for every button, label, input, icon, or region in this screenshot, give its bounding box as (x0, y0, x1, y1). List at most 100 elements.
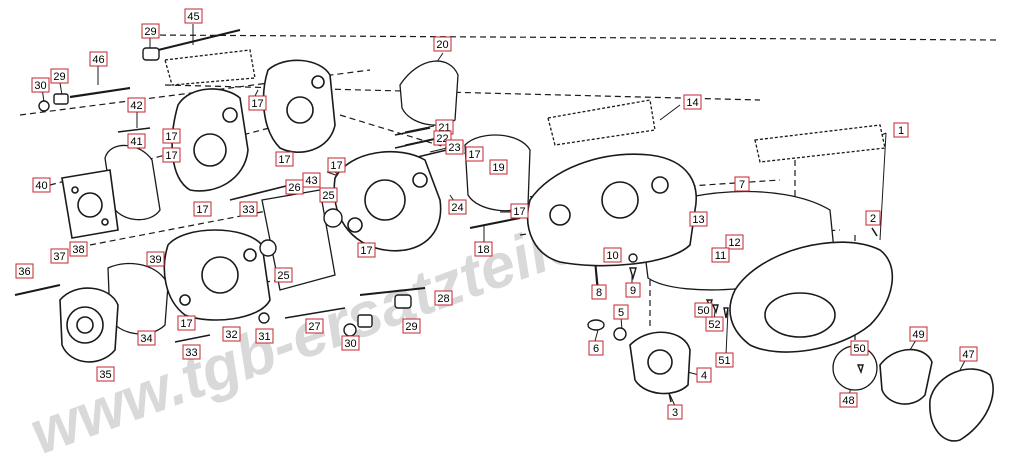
svg-text:17: 17 (360, 245, 372, 257)
svg-text:39: 39 (149, 254, 161, 266)
bearing-29a (142, 47, 160, 61)
svg-text:30: 30 (344, 338, 356, 350)
label-36: 36 (15, 263, 34, 279)
label-19: 19 (489, 159, 508, 175)
label-52: 52 (705, 316, 724, 332)
label-46: 46 (89, 51, 108, 67)
label-17: 17 (177, 315, 196, 331)
label-38: 38 (69, 241, 88, 257)
label-7: 7 (734, 176, 750, 192)
gasket-26 (261, 189, 336, 291)
seal-25a (323, 208, 343, 228)
svg-text:17: 17 (468, 149, 480, 161)
svg-text:48: 48 (842, 395, 854, 407)
pin-51 (723, 307, 729, 319)
label-40: 40 (32, 177, 51, 193)
svg-text:2: 2 (870, 213, 876, 225)
label-17: 17 (357, 242, 376, 258)
svg-text:30: 30 (34, 80, 46, 92)
svg-text:50: 50 (853, 343, 865, 355)
label-17: 17 (275, 151, 294, 167)
label-14: 14 (683, 94, 702, 110)
label-37: 37 (50, 248, 69, 264)
svg-text:8: 8 (596, 287, 602, 299)
bolt-9 (629, 267, 637, 281)
svg-text:46: 46 (92, 54, 104, 66)
svg-text:32: 32 (225, 329, 237, 341)
sleeve-29b (53, 93, 69, 105)
svg-text:18: 18 (477, 244, 489, 256)
label-3: 3 (667, 404, 683, 420)
svg-text:17: 17 (251, 98, 263, 110)
svg-text:29: 29 (144, 26, 156, 38)
rod-21 (394, 127, 431, 136)
svg-text:29: 29 (53, 71, 65, 83)
svg-text:40: 40 (35, 180, 47, 192)
svg-text:51: 51 (718, 355, 730, 367)
label-17: 17 (162, 128, 181, 144)
svg-text:25: 25 (277, 270, 289, 282)
svg-text:29: 29 (405, 321, 417, 333)
seal-25b (259, 239, 277, 257)
label-17: 17 (162, 147, 181, 163)
svg-text:24: 24 (451, 202, 463, 214)
part-labels: 45 29 46 30 29 42 41 17 17 17 40 17 33 1… (15, 8, 978, 420)
shaft-46 (69, 86, 131, 99)
label-25: 25 (274, 267, 293, 283)
label-17: 17 (465, 146, 484, 162)
label-20: 20 (433, 36, 452, 52)
svg-text:5: 5 (618, 307, 624, 319)
label-32: 32 (222, 326, 241, 342)
air-cover-49 (879, 348, 933, 405)
svg-text:25: 25 (322, 190, 334, 202)
bolt-33a (229, 184, 291, 201)
screw-50b (856, 364, 864, 375)
label-29: 29 (50, 68, 69, 84)
label-17: 17 (510, 203, 529, 219)
label-1: 1 (893, 122, 909, 138)
label-24: 24 (448, 199, 467, 215)
label-10: 10 (603, 247, 622, 263)
svg-text:7: 7 (739, 179, 745, 191)
label-42: 42 (127, 97, 146, 113)
svg-text:6: 6 (593, 343, 599, 355)
svg-text:11: 11 (715, 250, 726, 262)
label-17: 17 (248, 95, 267, 111)
clip-52 (711, 304, 719, 315)
svg-text:31: 31 (258, 331, 270, 343)
label-34: 34 (137, 330, 156, 346)
label-11: 11 (711, 247, 730, 263)
gasket-14 (547, 99, 656, 146)
label-41: 41 (127, 133, 146, 149)
svg-text:50: 50 (697, 305, 709, 317)
plug-31 (258, 312, 270, 324)
svg-text:33: 33 (242, 204, 254, 216)
svg-text:3: 3 (672, 407, 678, 419)
label-29: 29 (402, 318, 421, 334)
svg-text:1: 1 (898, 125, 904, 137)
svg-text:14: 14 (686, 97, 698, 109)
label-45: 45 (184, 8, 203, 24)
svg-text:12: 12 (728, 237, 740, 249)
label-50: 50 (694, 302, 713, 318)
svg-text:17: 17 (513, 206, 525, 218)
bolt-36 (14, 284, 61, 296)
long-bolt-45 (149, 29, 241, 53)
svg-text:20: 20 (436, 39, 448, 51)
label-47: 47 (959, 346, 978, 362)
label-4: 4 (696, 367, 712, 383)
svg-text:10: 10 (606, 250, 618, 262)
svg-text:35: 35 (99, 369, 111, 381)
svg-text:17: 17 (330, 160, 342, 172)
svg-text:4: 4 (701, 370, 707, 382)
svg-text:19: 19 (492, 162, 504, 174)
gasket-top-strips (164, 49, 256, 86)
svg-text:9: 9 (630, 285, 636, 297)
label-8: 8 (591, 284, 607, 300)
bolt-33b (174, 334, 211, 343)
svg-text:17: 17 (165, 150, 177, 162)
label-9: 9 (625, 282, 641, 298)
gasket-41 (104, 144, 161, 221)
label-5: 5 (613, 304, 629, 320)
svg-text:47: 47 (962, 349, 974, 361)
